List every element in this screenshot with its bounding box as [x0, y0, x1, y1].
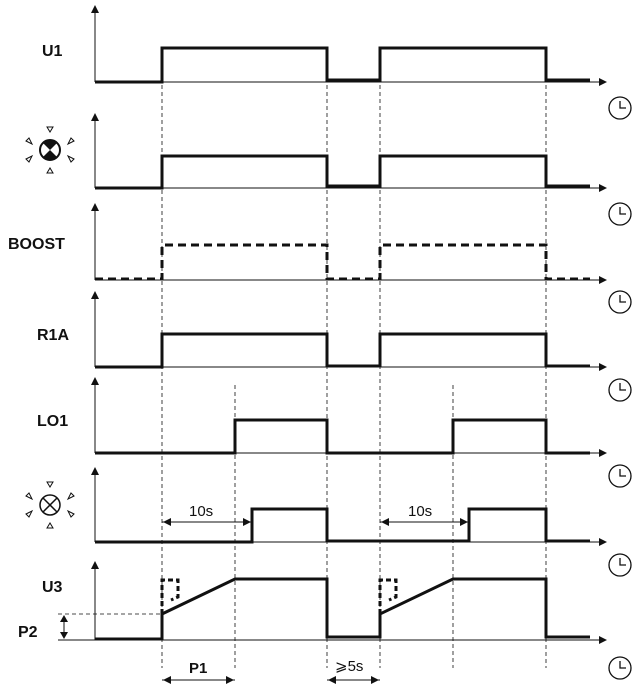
clock-icon [608, 656, 632, 680]
lamp-filled-icon [25, 126, 75, 174]
signal-lamp-cross [95, 507, 590, 544]
signal-lo1 [95, 418, 590, 455]
signal-lamp-on [95, 154, 590, 190]
row-label-p2: P2 [18, 624, 38, 641]
clock-icon [608, 378, 632, 402]
delay-label-2: 10s [408, 503, 432, 520]
clock-icon [608, 464, 632, 488]
clock-icon [608, 290, 632, 314]
row-boost: BOOST [8, 203, 632, 314]
row-u1: U1 [42, 5, 632, 120]
row-lo1: LO1 [37, 377, 632, 488]
bottom-dimensions: P1 ⩾5s [162, 658, 380, 684]
row-lamp-on [25, 113, 632, 226]
clock-icon [608, 202, 632, 226]
p1-label: P1 [189, 660, 207, 677]
clock-icon [608, 553, 632, 577]
signal-u1 [95, 46, 590, 84]
row-lamp-cross: 10s 10s [25, 467, 632, 577]
row-label-lo1: LO1 [37, 413, 68, 430]
delay-label-1: 10s [189, 503, 213, 520]
row-r1a: R1A [37, 291, 632, 402]
signal-r1a [95, 332, 590, 369]
row-label-u3: U3 [42, 579, 63, 596]
row-u3: U3 P2 [18, 561, 632, 680]
min-off-label: ⩾5s [335, 658, 363, 675]
row-label-boost: BOOST [8, 236, 65, 253]
row-label-r1a: R1A [37, 327, 69, 344]
clock-icon [608, 96, 632, 120]
boost-spike-2 [378, 578, 398, 614]
lamp-cross-icon [25, 481, 75, 529]
boost-spike-1 [160, 578, 180, 614]
row-label-u1: U1 [42, 43, 63, 60]
signal-boost [95, 243, 590, 281]
signal-u3 [95, 577, 590, 641]
guide-lines [161, 50, 547, 668]
